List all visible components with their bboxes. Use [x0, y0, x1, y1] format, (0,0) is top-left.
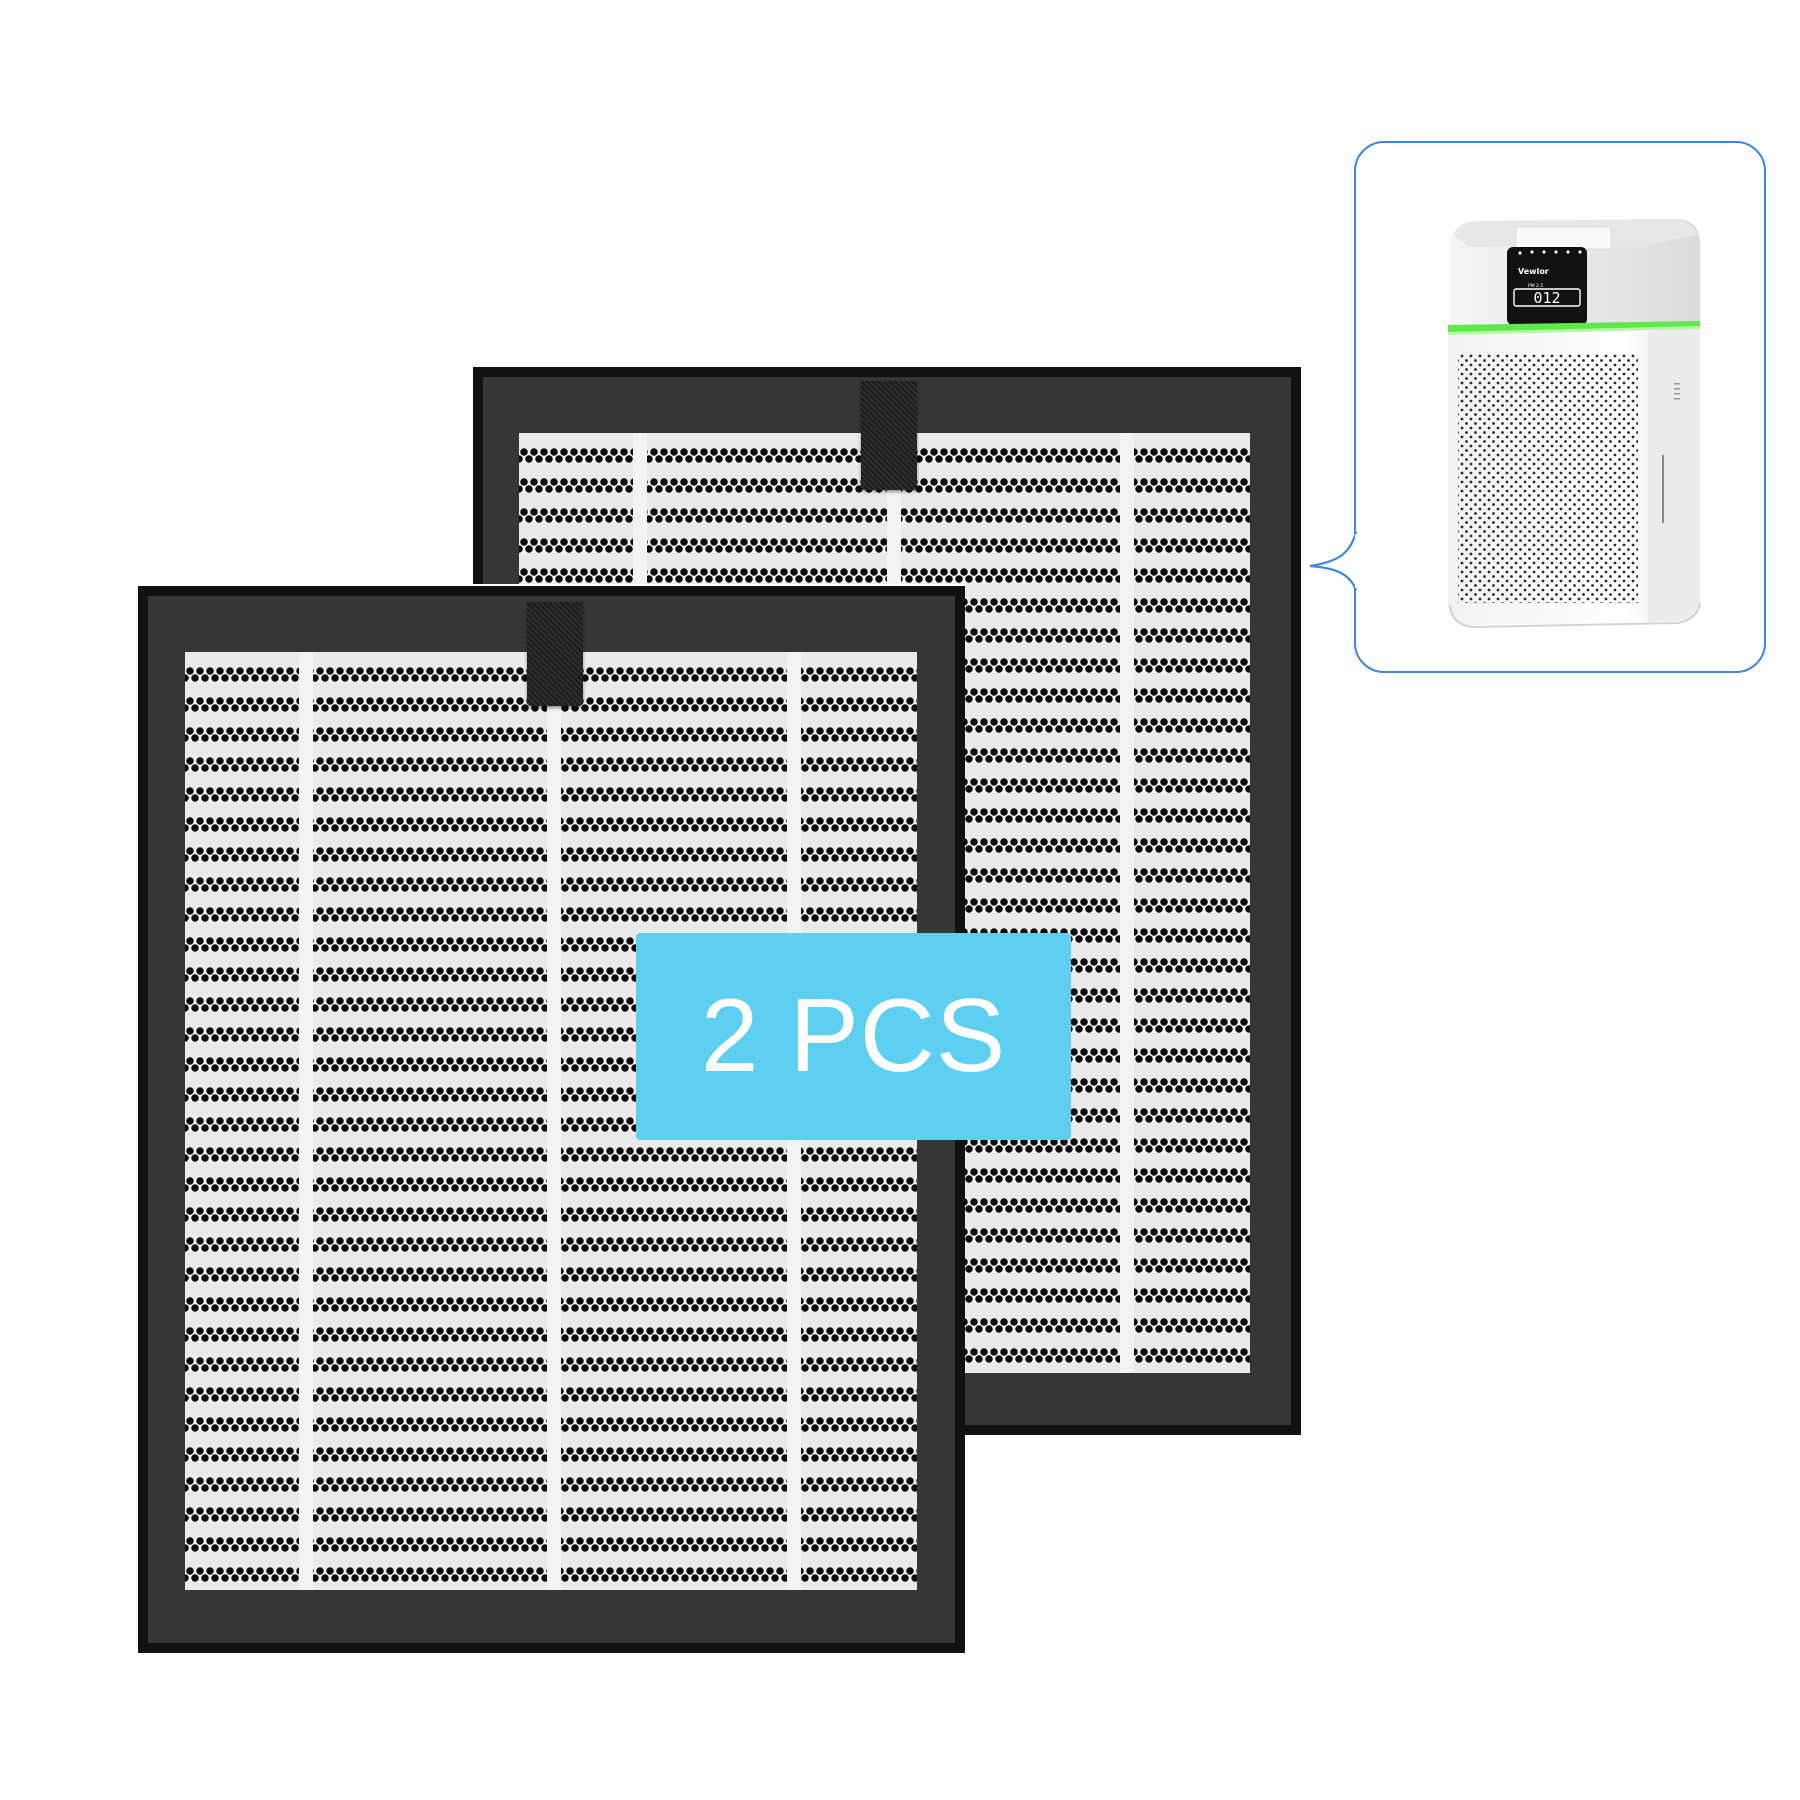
mesh-divider	[1120, 433, 1134, 1373]
bubble-tail-icon	[1309, 531, 1358, 591]
pull-tab	[527, 602, 583, 706]
display-pm-label: PM 2.5	[1528, 283, 1543, 289]
air-purifier-image: Vewlor PM 2.5 012	[1448, 219, 1701, 629]
brand-logo: Vewlor	[1518, 267, 1549, 276]
quantity-badge-text: 2 PCS	[700, 978, 1007, 1094]
mesh-divider	[547, 652, 561, 1590]
filter-front	[138, 586, 965, 1653]
mesh-divider	[299, 652, 313, 1590]
quantity-badge: 2 PCS	[636, 933, 1071, 1140]
pull-tab	[861, 381, 917, 490]
display-value: 012	[1533, 289, 1560, 307]
display-icons	[1518, 250, 1582, 255]
